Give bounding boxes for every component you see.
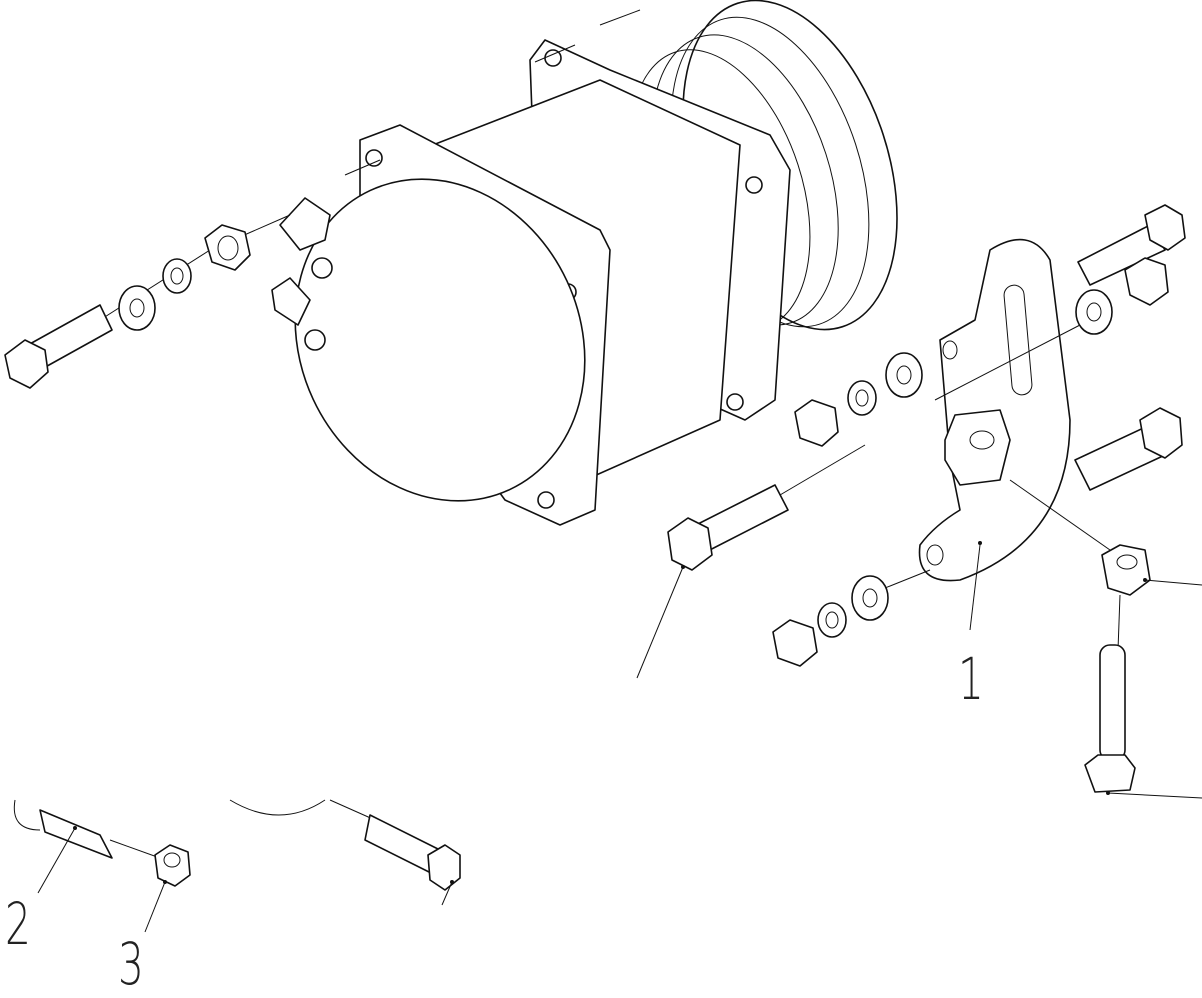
- leader-lines: [37, 544, 1202, 933]
- front-cover: [271, 178, 586, 502]
- callout-label-1: 1: [958, 645, 984, 713]
- left-fastener-set: [4, 214, 291, 389]
- mounting-bracket: [918, 238, 1071, 582]
- callout-label-3: 3: [118, 930, 144, 998]
- callout-label-2: 2: [5, 890, 31, 958]
- right-fastener-set: [667, 204, 1186, 793]
- bottom-parts: [13, 799, 461, 891]
